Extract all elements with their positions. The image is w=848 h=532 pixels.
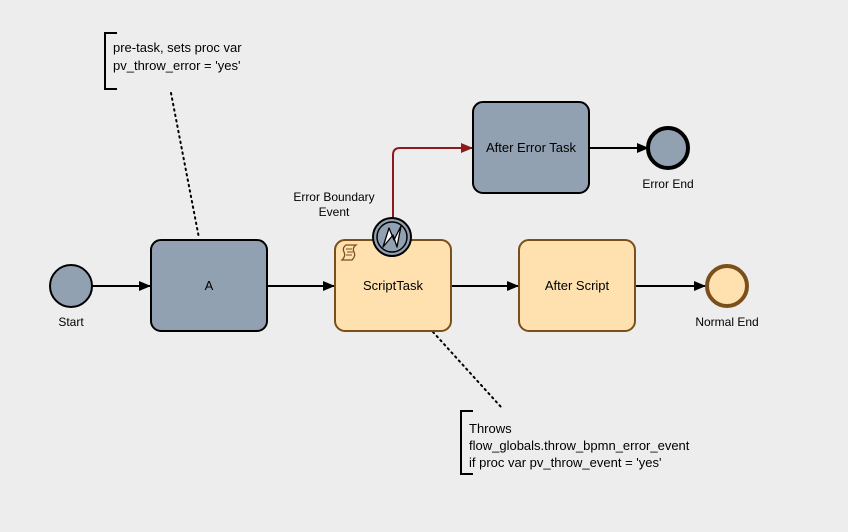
- normal-end-label: Normal End: [695, 315, 758, 329]
- association-throws[interactable]: [432, 331, 502, 408]
- task-after-script-box: [518, 239, 636, 332]
- task-a[interactable]: A: [150, 239, 268, 332]
- error-end-label: Error End: [642, 177, 693, 191]
- task-after-error[interactable]: After Error Task: [472, 101, 590, 194]
- error-boundary-event[interactable]: [372, 217, 412, 257]
- annotation-pre-task[interactable]: pre-task, sets proc var pv_throw_error =…: [104, 32, 242, 90]
- task-a-box: [150, 239, 268, 332]
- annotation-line: flow_globals.throw_bpmn_error_event: [469, 438, 690, 453]
- script-task-label: ScriptTask: [363, 278, 423, 293]
- start-event-circle: [49, 264, 93, 308]
- task-after-error-box: [472, 101, 590, 194]
- script-icon: [340, 244, 358, 261]
- annotation-throws[interactable]: Throws flow_globals.throw_bpmn_error_eve…: [460, 410, 690, 475]
- normal-end-circle: [705, 264, 749, 308]
- annotation-bracket: [104, 32, 117, 90]
- normal-end-event[interactable]: [705, 264, 749, 308]
- start-event-label: Start: [58, 315, 84, 329]
- annotation-line: Throws: [469, 421, 512, 436]
- lightning-icon: [382, 225, 402, 248]
- task-after-script-label: After Script: [545, 278, 610, 293]
- error-end-event[interactable]: [646, 126, 690, 170]
- association-pre-task[interactable]: [170, 92, 200, 239]
- annotation-line: if proc var pv_throw_event = 'yes': [469, 455, 661, 470]
- annotation-line: pre-task, sets proc var: [113, 40, 242, 55]
- error-boundary-label: Event: [319, 205, 350, 219]
- start-event[interactable]: [49, 264, 93, 308]
- annotation-line: pv_throw_error = 'yes': [113, 58, 240, 73]
- flow-boundary-to-after-error[interactable]: [392, 143, 473, 218]
- task-after-script[interactable]: After Script: [518, 239, 636, 332]
- error-boundary-label: Error Boundary: [293, 190, 374, 204]
- error-end-circle: [646, 126, 690, 170]
- task-a-label: A: [205, 278, 214, 293]
- task-after-error-label: After Error Task: [486, 140, 577, 155]
- annotation-bracket: [460, 410, 473, 475]
